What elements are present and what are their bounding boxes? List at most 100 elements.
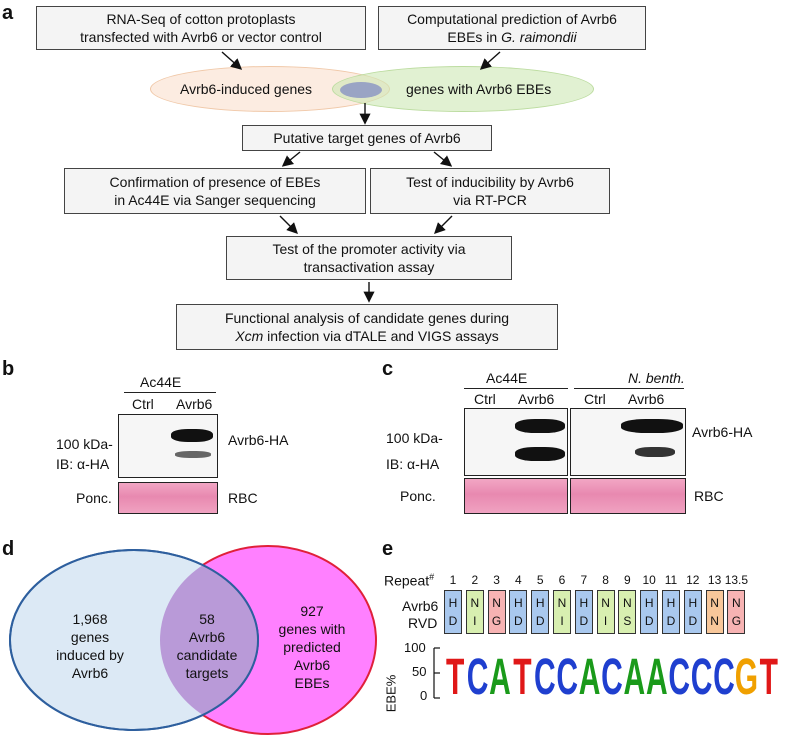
repeat-number: 8 [602, 573, 609, 587]
venn-diagram [9, 545, 377, 735]
prediction-box: Computational prediction of Avrb6 EBEs i… [378, 6, 646, 50]
repeat-number: 10 [642, 573, 656, 587]
blot-c-band-label: Avrb6-HA [692, 424, 753, 440]
logo-letter: C [556, 648, 578, 705]
blot-b-rbc: RBC [228, 490, 258, 506]
blot-b-band-label: Avrb6-HA [228, 432, 289, 448]
panel-label-a: a [2, 2, 14, 24]
blot-c-ponceau-2 [570, 478, 686, 514]
blot-c-strain-2: N. benth. [628, 370, 685, 386]
arrow-putative-to-inducibility [433, 151, 453, 167]
rvd-label-1: Avrb6 [402, 598, 439, 614]
inducibility-box: Test of inducibility by Avrb6 via RT-PCR [370, 168, 610, 214]
rnaseq-line-2: transfected with Avrb6 or vector control [80, 29, 322, 45]
logo-letter: C [691, 648, 713, 705]
blot-b-ib: IB: α-HA [56, 456, 110, 472]
blot-c-immunoblot-2 [570, 408, 686, 476]
logo-letter: A [646, 648, 668, 705]
logo-letter: G [735, 648, 758, 705]
blot-c-lane-ctrl-2: Ctrl [584, 391, 606, 407]
functional-line-1: Functional analysis of candidate genes d… [224, 310, 510, 326]
logo-letter: C [534, 648, 556, 705]
panel-label-b: b [2, 358, 15, 380]
repeat-number: 13.5 [724, 573, 749, 587]
panel-label-d: d [2, 538, 15, 560]
repeat-number: 2 [471, 573, 479, 587]
arrow-rnaseq-to-induced [221, 51, 243, 70]
blot-c1-band-lower [515, 447, 565, 461]
repeat-number: 12 [686, 573, 700, 587]
blot-b-kda: 100 kDa- [56, 436, 113, 452]
blot-c-strain-2-underline [574, 388, 684, 389]
repeat-number: 13 [707, 573, 722, 587]
logo-letter: C [668, 648, 690, 705]
prediction-line-2: EBEs in G. raimondii [447, 29, 577, 45]
ebe-genes-label: genes with Avrb6 EBEs [406, 81, 552, 97]
functional-box: Functional analysis of candidate genes d… [176, 304, 558, 350]
logo-ytick-100: 100 [404, 640, 426, 655]
promoter-box: Test of the promoter activity via transa… [226, 236, 512, 280]
blot-c-lane-ctrl-1: Ctrl [474, 391, 496, 407]
blot-b-ponc: Ponc. [76, 490, 112, 506]
prediction-line-1: Computational prediction of Avrb6 [407, 11, 617, 27]
logo-letter: C [467, 648, 489, 705]
logo-letter: T [446, 648, 465, 705]
arrow-confirm-to-promoter [279, 215, 298, 234]
repeat-number: 11 [664, 573, 678, 587]
inducibility-line-1: Test of inducibility by Avrb6 [406, 174, 574, 190]
arrow-inducibility-to-promoter [434, 215, 453, 234]
repeat-number: 5 [536, 573, 544, 587]
panel-label-e: e [382, 538, 394, 560]
functional-line-2: Xcm infection via dTALE and VIGS assays [235, 328, 499, 344]
blot-c-ponceau-1 [464, 478, 568, 514]
repeat-number: 3 [493, 573, 500, 587]
overlap-ellipse [340, 82, 382, 98]
logo-letter: A [624, 648, 646, 705]
rnaseq-box: RNA-Seq of cotton protoplasts transfecte… [36, 6, 366, 50]
promoter-line-2: transactivation assay [303, 259, 435, 275]
blot-c2-band-upper [621, 419, 683, 433]
ebe-genes-ellipse [332, 66, 594, 112]
blot-c-rbc: RBC [694, 488, 724, 504]
inducibility-line-2: via RT-PCR [453, 192, 527, 208]
blot-b-band-strong [171, 429, 213, 442]
repeat-number: 1 [449, 573, 457, 587]
promoter-line-1: Test of the promoter activity via [272, 241, 466, 257]
repeat-number: 9 [624, 573, 631, 587]
repeat-number: 4 [515, 573, 522, 587]
panel-label-c: c [382, 358, 394, 380]
logo-letter: T [513, 648, 532, 705]
repeat-number: 6 [558, 573, 566, 587]
logo-letter: A [489, 648, 511, 705]
blot-c-kda: 100 kDa- [386, 430, 443, 446]
blot-b-lane-ctrl: Ctrl [132, 396, 154, 412]
blot-b-lane-avrb6: Avrb6 [176, 396, 213, 412]
logo-ytick-0: 0 [420, 688, 428, 703]
repeat-label: Repeat# [384, 572, 435, 589]
confirmation-line-2: in Ac44E via Sanger sequencing [114, 192, 316, 208]
blot-b-ponceau [118, 482, 218, 514]
logo-ytick-50: 50 [412, 664, 427, 679]
confirmation-box: Confirmation of presence of EBEs in Ac44… [64, 168, 366, 214]
putative-targets-box: Putative target genes of Avrb6 [242, 125, 492, 151]
blot-c-immunoblot-1 [464, 408, 568, 476]
blot-c-lane-avrb6-1: Avrb6 [518, 391, 555, 407]
blot-b-strain-underline [124, 392, 216, 393]
arrow-putative-to-confirm [281, 151, 301, 167]
